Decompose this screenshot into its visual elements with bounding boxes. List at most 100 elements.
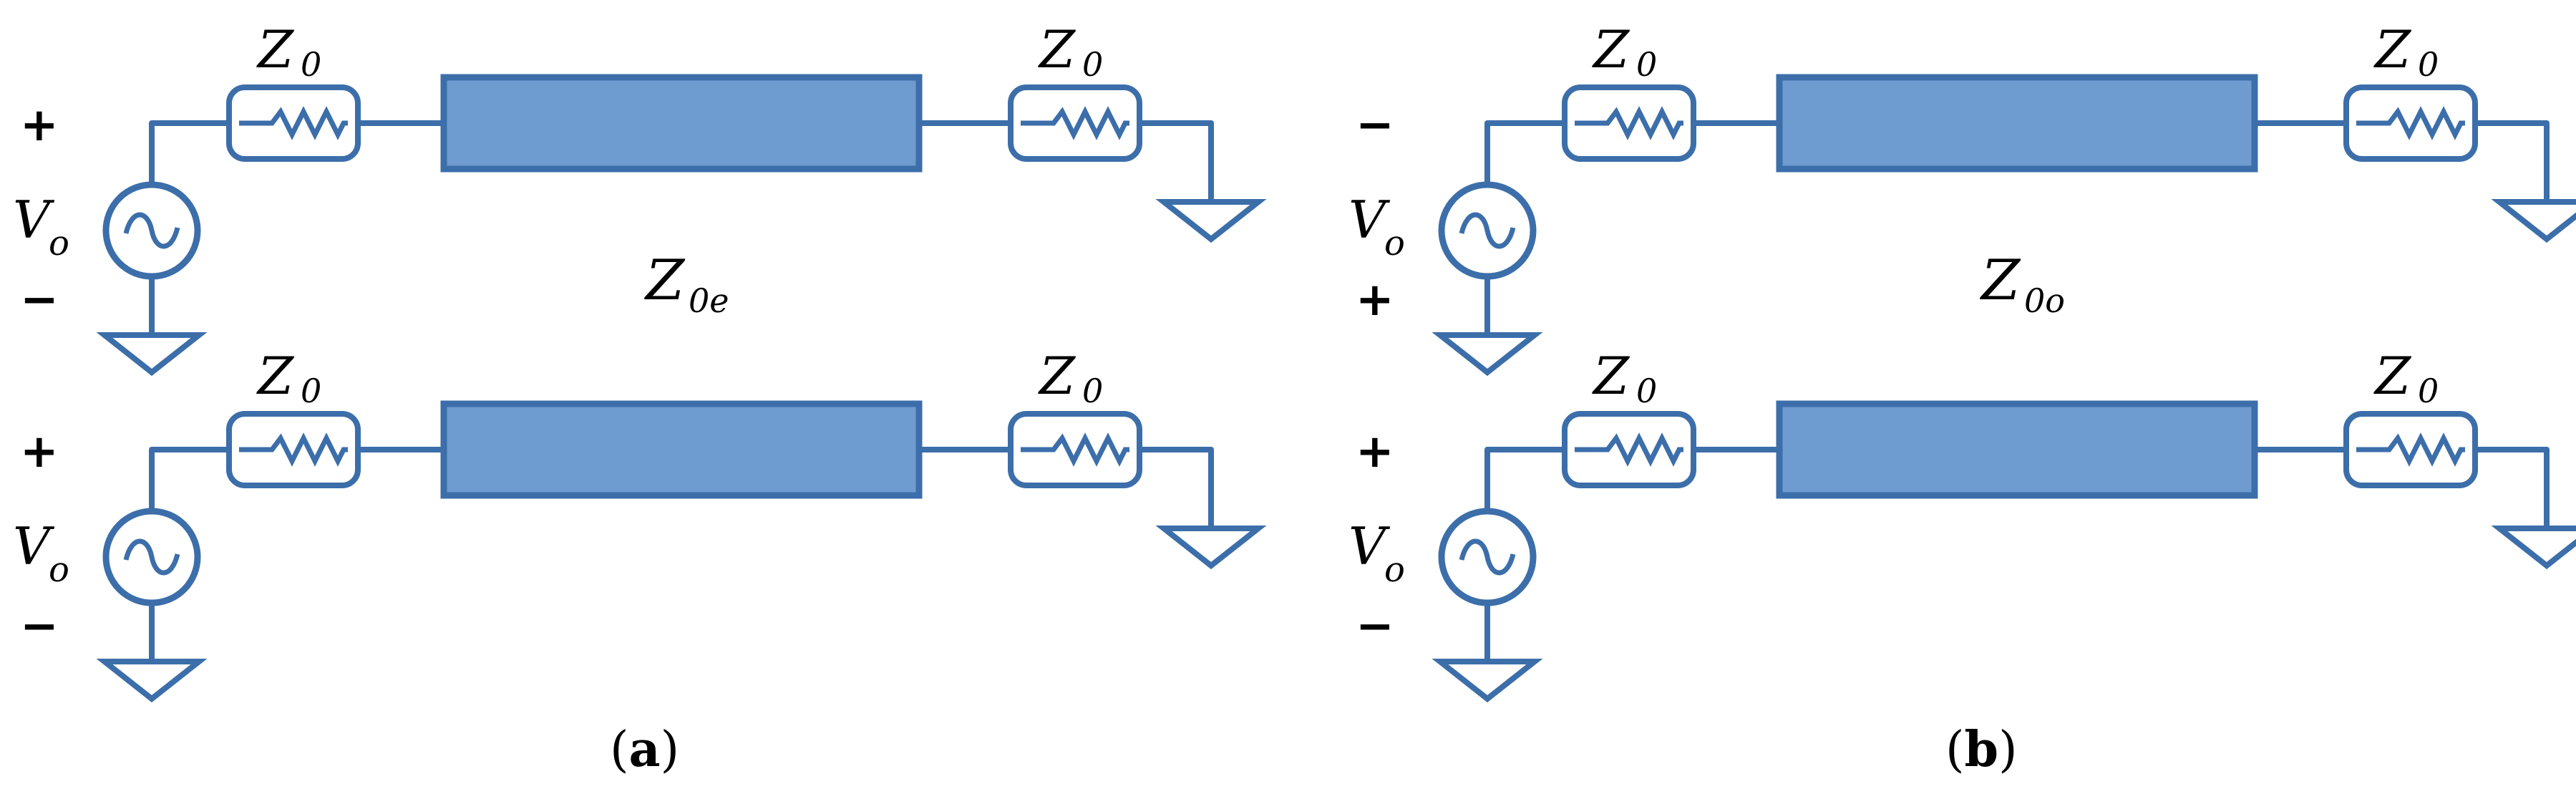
panel-b-row-bottom-polarity-top: + (1356, 425, 1394, 478)
panel-b-row-top-z0-in-label-main: Z (1592, 19, 1630, 79)
panel-b-row-bottom-z0-in-label-subscript: 0 (1636, 372, 1657, 410)
panel-b-row-top-z0-out-label-main: Z (2373, 19, 2412, 79)
panel-b-row-top-ground-right (2491, 199, 2576, 243)
panel-a-row-top-z0-in-label-subscript: 0 (301, 45, 321, 84)
panel-a-row-bottom-wire-left (149, 447, 232, 514)
panel-b-row-top-polarity-top: − (1356, 99, 1394, 152)
panel-a-row-bottom-resistor-in (226, 411, 361, 488)
panel-b-row-bottom-polarity-bottom: − (1356, 600, 1394, 653)
panel-a-row-bottom-z0-out-label-main: Z (1038, 346, 1076, 406)
panel-a-row-bottom-polarity-bottom: − (20, 600, 59, 653)
panel-a-row-top-ground-right (1155, 199, 1267, 243)
panel-a-row-bottom-z0-in-label-subscript: 0 (301, 372, 321, 410)
panel-a-row-bottom-ground-right-symbol (1155, 526, 1267, 570)
panel-b-row-bottom-vo-label-main: V (1348, 516, 1391, 576)
panel-a-row-bottom-ground-left (96, 659, 208, 703)
panel-a-impedance-label-main: Z (643, 248, 686, 313)
panel-b-row-bottom-ground-left-symbol (1432, 659, 1543, 703)
panel-a-row-bottom-vo-label-main: V (13, 516, 55, 576)
caption-letter: b (1965, 721, 1999, 778)
panel-a-row-top-source-sine-icon (123, 212, 180, 249)
panel-a-row-bottom-resistor-out-zigzag-icon (1021, 432, 1129, 467)
panel-a-row-bottom-vo-label: Vo (13, 516, 69, 590)
panel-a-row-bottom-source-sine-icon (123, 538, 180, 576)
panel-b-row-top-source-sine-icon (1459, 212, 1516, 249)
panel-a-row-top-ground-right-symbol (1155, 199, 1267, 243)
panel-a-row-top-transmission-line (440, 74, 923, 173)
panel-b-row-bottom-vo-label: Vo (1348, 516, 1405, 590)
panel-b-impedance-label-main: Z (1979, 248, 2021, 313)
panel-b-row-bottom-resistor-out (2343, 411, 2478, 488)
panel-b-row-top-ground-left-symbol (1432, 332, 1543, 377)
panel-b-row-bottom-z0-out-label-subscript: 0 (2418, 372, 2439, 410)
panel-b-row-bottom-source-sine-icon (1459, 538, 1516, 576)
panel-a-row-top-vo-label-main: V (13, 190, 55, 250)
panel-a-row-top-resistor-in (226, 84, 361, 162)
panel-a-row-bottom-ground-right (1155, 526, 1267, 570)
panel-a-row-top-resistor-out-zigzag-icon (1021, 106, 1129, 140)
panel-a-row-top-z0-out-label-main: Z (1038, 19, 1076, 79)
caption-open-paren: ( (1945, 722, 1965, 778)
panel-b-row-top-vo-label-main: V (1348, 190, 1391, 250)
panel-b-row-top-wire-right (2472, 120, 2550, 205)
panel-b-row-top-vo-label-subscript: o (1384, 223, 1405, 263)
panel-b-row-top-resistor-in (1562, 84, 1696, 162)
panel-b-row-bottom-wire-left (1484, 447, 1568, 514)
panel-a-row-bottom-z0-in-label-main: Z (256, 346, 295, 406)
panel-b-row-bottom-ground-left (1432, 659, 1543, 703)
panel-b-row-bottom-wire-right (2472, 447, 2550, 531)
panel-b-row-top-resistor-in-zigzag-icon (1575, 106, 1683, 140)
panel-a-impedance-label-subscript: 0e (689, 281, 729, 320)
panel-a-row-top-polarity-bottom: − (20, 273, 59, 326)
panel-b-impedance-label-subscript: 0o (2024, 281, 2065, 320)
panel-a-caption: (a) (610, 721, 679, 778)
panel-b-row-bottom-z0-in-label-main: Z (1592, 346, 1630, 406)
panel-a-row-bottom-wire-right (1137, 447, 1214, 531)
panel-a-row-top-source (102, 181, 201, 280)
panel-b-row-top-transmission-line (1776, 74, 2258, 173)
panel-a-row-bottom-source (102, 508, 201, 606)
panel-b-row-bottom-resistor-out-zigzag-icon (2356, 432, 2465, 467)
panel-a-row-top-wire-left (149, 120, 232, 188)
panel-a-row-bottom-transmission-line (440, 400, 923, 499)
panel-a-row-bottom-ground-left-symbol (96, 659, 208, 703)
panel-a-row-top-z0-in-label-main: Z (256, 19, 295, 79)
panel-b-row-bottom-ground-right (2491, 526, 2576, 570)
panel-a-row-top-wire-right (1137, 120, 1214, 205)
panel-b-row-top-ground-right-symbol (2491, 199, 2576, 243)
panel-b-row-top-resistor-out (2343, 84, 2478, 162)
panel-b-row-top-wire-left (1484, 120, 1568, 188)
panel-b-row-top-resistor-out-zigzag-icon (2356, 106, 2465, 140)
panel-a-row-top-resistor-out (1008, 84, 1142, 162)
panel-b-row-top-z0-in-label-subscript: 0 (1636, 45, 1657, 84)
panel-a-row-bottom-resistor-out (1008, 411, 1142, 488)
panel-a-row-top-vo-label-subscript: o (49, 223, 69, 263)
panel-b-row-bottom-ground-right-symbol (2491, 526, 2576, 570)
caption-open-paren: ( (610, 722, 629, 778)
panel-b-row-top-vo-label: Vo (1348, 190, 1405, 263)
caption-letter: a (629, 721, 661, 778)
panel-b-row-top-source (1438, 181, 1537, 280)
panel-b-row-bottom-vo-label-subscript: o (1384, 550, 1405, 590)
caption-close-paren: ) (1998, 722, 2018, 778)
panel-a-row-top-ground-left (96, 332, 208, 377)
caption-close-paren: ) (661, 722, 680, 778)
panel-b-row-bottom-source (1438, 508, 1537, 606)
panel-b-row-bottom-resistor-in (1562, 411, 1696, 488)
panel-a-row-bottom-vo-label-subscript: o (49, 550, 69, 590)
panel-b-row-bottom-resistor-in-zigzag-icon (1575, 432, 1683, 467)
